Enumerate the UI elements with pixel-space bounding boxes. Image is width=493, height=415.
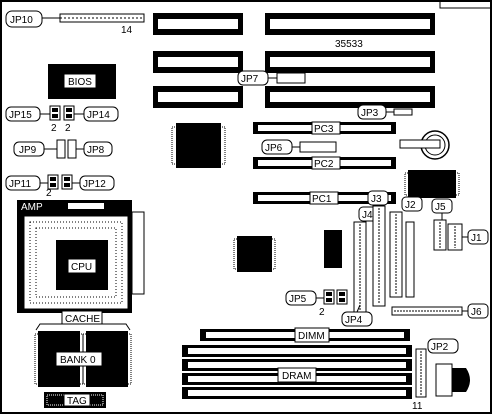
- jp3-pins: [386, 108, 413, 116]
- dram-label: DRAM: [282, 371, 311, 382]
- jp5-pin-number: 2: [319, 307, 325, 318]
- dimm-tag: [294, 327, 330, 343]
- jp15-pin-number: 2: [51, 123, 57, 134]
- jp2-pin-number: 11: [412, 401, 423, 412]
- jp2-tag: [427, 338, 459, 354]
- j6-connector: [391, 306, 463, 316]
- jp3-label: JP3: [361, 108, 379, 119]
- jp8-jumper: [67, 139, 77, 159]
- jp9-label: JP9: [19, 145, 37, 156]
- j2-side-strip: [405, 221, 415, 298]
- pc2-label: PC2: [314, 159, 334, 170]
- dram-tag: [277, 367, 317, 383]
- jp15-label: JP15: [9, 110, 32, 121]
- chip-right-top: [404, 170, 460, 198]
- pc2-tag: [311, 156, 341, 170]
- jp11-jumper: [47, 174, 59, 190]
- jp2-label: JP2: [431, 342, 449, 353]
- jp5-jumper: [323, 289, 348, 305]
- keyboard-connector: [435, 363, 470, 397]
- pc3-tag: [311, 121, 341, 135]
- cache-bracket: [35, 323, 131, 331]
- j6-tag: [467, 303, 489, 319]
- battery: [399, 130, 450, 160]
- chip-middle-left: [233, 236, 276, 272]
- j1-tag: [467, 229, 489, 245]
- jp6-label: JP6: [265, 143, 283, 154]
- cpu-socket: [17, 200, 145, 313]
- pc1-label: PC1: [312, 194, 332, 205]
- jp8-tag: [83, 141, 113, 157]
- board-notch: [439, 1, 491, 9]
- jp11-label: JP11: [9, 179, 31, 190]
- jp10-pin-number: 14: [121, 25, 133, 36]
- jp5-label: JP5: [289, 294, 307, 305]
- j6-label: J6: [471, 307, 482, 318]
- j5-label: J5: [435, 202, 446, 213]
- cache-label: CACHE: [65, 314, 100, 325]
- jp14-tag: [83, 106, 119, 122]
- dimm-label: DIMM: [298, 331, 325, 342]
- isa-slot-row-2: [153, 51, 435, 73]
- cpu-label: CPU: [71, 262, 92, 273]
- j4-connector: [353, 221, 367, 313]
- jp10-header: [59, 13, 145, 23]
- j4-label: J4: [362, 210, 373, 221]
- bank0-tag: [55, 351, 103, 367]
- pc1-tag: [309, 191, 339, 205]
- amp-label: AMP: [21, 202, 43, 213]
- jp8-label: JP8: [87, 145, 105, 156]
- jp14-label: JP14: [87, 110, 110, 121]
- jp7-label: JP7: [241, 74, 259, 85]
- chipset-left: [171, 123, 226, 168]
- isa-slot-row-1: [153, 13, 435, 35]
- j1-connector: [447, 223, 463, 251]
- jp10-tag: [5, 10, 43, 28]
- bios-tag: [63, 73, 97, 89]
- chip-middle-right: [324, 230, 342, 268]
- jp14-jumper: [63, 105, 75, 121]
- j1-label: J1: [471, 233, 482, 244]
- jp4-label: JP4: [345, 315, 363, 326]
- jp12-tag: [79, 175, 115, 191]
- pc3-label: PC3: [314, 124, 334, 135]
- bank0-label: BANK 0: [60, 355, 96, 366]
- bios-label: BIOS: [68, 77, 92, 88]
- j3-tag: [367, 190, 389, 206]
- jp2-header: [415, 348, 427, 398]
- jp10-label: JP10: [10, 15, 33, 26]
- j2-label: J2: [405, 200, 416, 211]
- jp14-pin-number: 2: [65, 123, 71, 134]
- j2-tag: [401, 196, 423, 212]
- j3-connector: [372, 205, 386, 307]
- tag-label: TAG: [67, 396, 87, 407]
- isa-slot-row-3: [153, 86, 435, 108]
- jp12-jumper: [61, 174, 73, 190]
- jp9-jumper: [56, 139, 66, 159]
- tag-tag: [63, 393, 91, 407]
- j3-label: J3: [371, 194, 382, 205]
- jp7-jumper: [276, 72, 306, 84]
- jp11-pin-number: 2: [46, 188, 52, 199]
- jp6-jumper: [299, 141, 337, 153]
- cpu-tag: [67, 258, 97, 274]
- board-number: 35533: [335, 39, 363, 50]
- jp15-jumper: [49, 105, 61, 121]
- j5-connector: [433, 219, 447, 251]
- amp-slot: [68, 203, 104, 209]
- j2-connector: [389, 211, 403, 298]
- jp12-label: JP12: [83, 179, 106, 190]
